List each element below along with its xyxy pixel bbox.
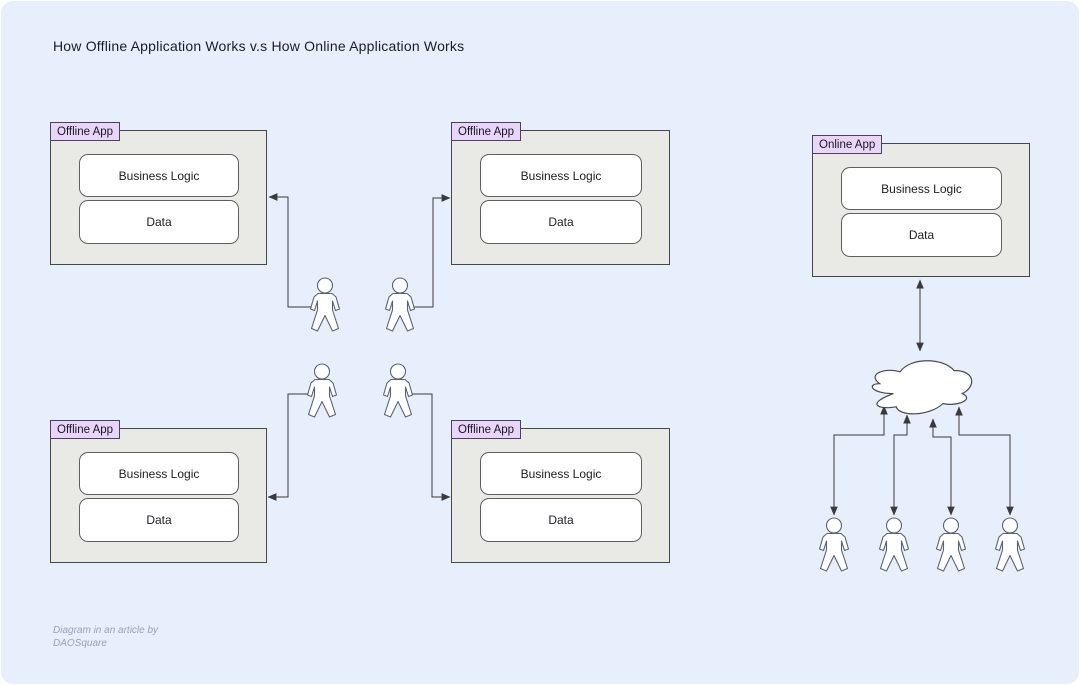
data-box: Data	[480, 498, 642, 542]
person-icon-user1	[309, 277, 341, 332]
attribution-line1: Diagram in an article by	[53, 625, 159, 636]
online-app-box: Online App Business Logic Data	[812, 135, 1030, 277]
connector-cloud-to-user6	[890, 414, 911, 516]
diagram-title: How Offline Application Works v.s How On…	[53, 38, 465, 54]
data-box: Data	[79, 498, 239, 542]
attribution-text: Diagram in an article by DAOSquare	[53, 624, 158, 650]
connector-cloud-to-user7	[929, 418, 955, 516]
connector-user1-to-offline-top-left	[268, 193, 311, 308]
offline-app-box-top-left: Offline App Business Logic Data	[50, 122, 267, 265]
person-icon-user6	[878, 517, 910, 572]
connector-user2-to-offline-top-mid	[414, 194, 451, 308]
data-box: Data	[841, 213, 1002, 257]
offline-app-box-top-mid: Offline App Business Logic Data	[451, 122, 670, 265]
business-logic-box: Business Logic	[480, 154, 642, 197]
connector-cloud-to-user8	[955, 406, 1014, 516]
connector-user3-to-offline-bottom-left	[267, 393, 308, 501]
person-icon-user2	[384, 277, 416, 332]
offline-app-box-bottom-mid: Offline App Business Logic Data	[451, 420, 670, 563]
data-box: Data	[79, 200, 239, 244]
person-icon-user3	[306, 363, 338, 418]
offline-app-box-bottom-left: Offline App Business Logic Data	[50, 420, 267, 563]
app-tab-label: Offline App	[451, 122, 522, 141]
connector-cloud-to-user5	[830, 405, 888, 516]
person-icon-user7	[935, 517, 967, 572]
business-logic-box: Business Logic	[79, 154, 239, 197]
person-icon-user8	[994, 517, 1026, 572]
app-tab-label: Online App	[812, 135, 883, 154]
attribution-line2: DAOSquare	[53, 638, 107, 649]
business-logic-box: Business Logic	[841, 167, 1002, 210]
app-tab-label: Offline App	[50, 122, 121, 141]
business-logic-box: Business Logic	[480, 452, 642, 495]
person-icon-user5	[818, 517, 850, 572]
cloud-icon	[871, 360, 973, 415]
person-icon-user4	[382, 363, 414, 418]
data-box: Data	[480, 200, 642, 244]
app-tab-label: Offline App	[50, 420, 121, 439]
business-logic-box: Business Logic	[79, 452, 239, 495]
app-tab-label: Offline App	[451, 420, 522, 439]
connector-user4-to-offline-bottom-mid	[412, 393, 451, 501]
